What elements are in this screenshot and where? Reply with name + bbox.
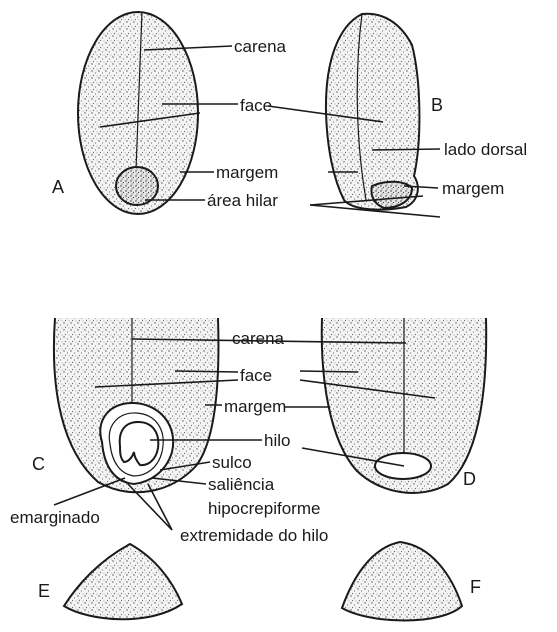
label-area-hilar: área hilar xyxy=(207,191,278,210)
seed-e-cross-section xyxy=(64,544,182,619)
seed-c-hilum xyxy=(120,422,159,465)
label-margem: margem xyxy=(216,163,278,182)
panel-letter-b: B xyxy=(431,95,443,115)
label-hipocrepiforme: hipocrepiforme xyxy=(208,499,320,518)
label-carena-2: carena xyxy=(232,329,285,348)
label-margem-2: margem xyxy=(224,397,286,416)
label-saliencia: saliência xyxy=(208,475,275,494)
label-hilo: hilo xyxy=(264,431,290,450)
seed-d xyxy=(322,318,486,493)
panel-letter-e: E xyxy=(38,581,50,601)
label-emarginado: emarginado xyxy=(10,508,100,527)
panel-letter-a: A xyxy=(52,177,64,197)
label-face-2: face xyxy=(240,366,272,385)
seed-b xyxy=(326,14,419,210)
seed-a xyxy=(78,12,198,214)
seed-b-body xyxy=(326,14,419,210)
label-face: face xyxy=(240,96,272,115)
label-carena: carena xyxy=(234,37,287,56)
seed-f-cross-section xyxy=(342,542,462,621)
panel-letter-c: C xyxy=(32,454,45,474)
panel-letter-f: F xyxy=(470,577,481,597)
seed-c xyxy=(54,318,219,492)
label-sulco: sulco xyxy=(212,453,252,472)
label-margem-b: margem xyxy=(442,179,504,198)
label-extremidade-do-hilo: extremidade do hilo xyxy=(180,526,328,545)
label-lado-dorsal: lado dorsal xyxy=(444,140,527,159)
panel-letter-d: D xyxy=(463,469,476,489)
